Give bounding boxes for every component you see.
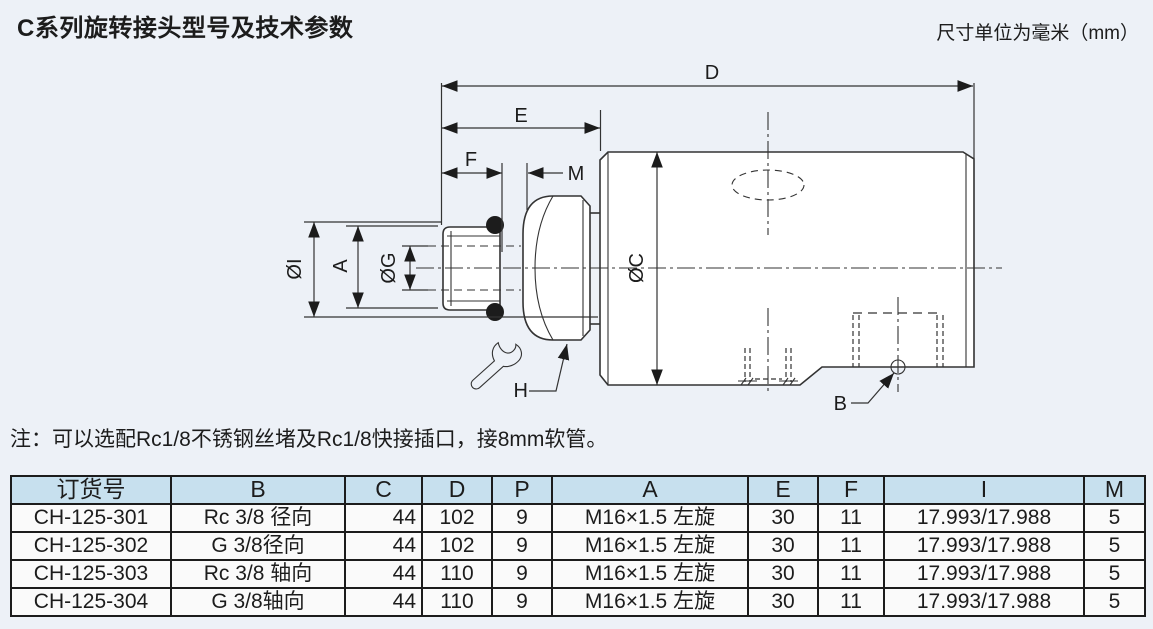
- table-cell: G 3/8径向: [170, 531, 346, 561]
- table-cell: 44: [344, 503, 423, 533]
- table-cell: G 3/8轴向: [170, 587, 346, 617]
- dim-label-m: M: [568, 163, 585, 185]
- dim-label-e: E: [514, 105, 527, 127]
- table-cell: Rc 3/8 径向: [170, 503, 346, 533]
- table-cell: 17.993/17.988: [883, 531, 1085, 561]
- table-cell: 44: [344, 531, 423, 561]
- dim-label-dia-g: ØG: [378, 252, 400, 283]
- col-header-1: 订货号: [10, 475, 172, 505]
- technical-drawing: D E F M ØI A ØG ØC H B: [284, 62, 1002, 415]
- dim-label-b: B: [834, 393, 847, 415]
- dimension-labels: D E F M ØI A ØG ØC H B: [284, 62, 847, 415]
- table-cell: 17.993/17.988: [883, 559, 1085, 589]
- table-cell: 17.993/17.988: [883, 503, 1085, 533]
- table-cell: 44: [344, 587, 423, 617]
- threaded-stub: [442, 226, 501, 311]
- options-note: 注：可以选配Rc1/8不锈钢丝堵及Rc1/8快接插口，接8mm软管。: [10, 428, 608, 451]
- table-cell: 5: [1083, 531, 1146, 561]
- table-cell: 11: [817, 531, 885, 561]
- bottom-port-hidden: [738, 348, 798, 386]
- table-cell: 5: [1083, 503, 1146, 533]
- table-cell: 110: [421, 559, 493, 589]
- col-header-7: E: [747, 475, 819, 505]
- table-cell: Rc 3/8 轴向: [170, 559, 346, 589]
- table-cell: M16×1.5 左旋: [551, 559, 749, 589]
- col-header-4: D: [421, 475, 493, 505]
- centerlines: [416, 112, 1002, 393]
- col-header-8: F: [817, 475, 885, 505]
- table-cell: 11: [817, 559, 885, 589]
- body-outline: [590, 151, 975, 386]
- table-cell: 30: [747, 531, 819, 561]
- table-cell: 9: [491, 531, 553, 561]
- col-header-2: B: [170, 475, 346, 505]
- col-header-3: C: [344, 475, 423, 505]
- table-cell: 5: [1083, 587, 1146, 617]
- dim-label-d: D: [705, 62, 719, 84]
- dim-label-h: H: [514, 380, 528, 402]
- hex-nut: [522, 195, 591, 341]
- table-cell: M16×1.5 左旋: [551, 531, 749, 561]
- o-ring-bottom: [486, 303, 504, 321]
- table-cell: CH-125-303: [10, 559, 172, 589]
- table-cell: 102: [421, 531, 493, 561]
- table-cell: 110: [421, 587, 493, 617]
- dim-label-dia-i: ØI: [284, 258, 306, 279]
- top-port-hidden: [731, 169, 805, 201]
- table-cell: CH-125-301: [10, 503, 172, 533]
- o-ring-top: [486, 216, 504, 234]
- table-cell: CH-125-304: [10, 587, 172, 617]
- table-cell: 9: [491, 503, 553, 533]
- table-cell: 9: [491, 559, 553, 589]
- table-cell: 17.993/17.988: [883, 587, 1085, 617]
- table-cell: 102: [421, 503, 493, 533]
- col-header-10: M: [1083, 475, 1146, 505]
- table-cell: 11: [817, 587, 885, 617]
- col-header-9: I: [883, 475, 1085, 505]
- page-title: C系列旋转接头型号及技术参数: [17, 15, 354, 42]
- table-cell: 5: [1083, 559, 1146, 589]
- col-header-6: A: [551, 475, 749, 505]
- wrench-icon: [470, 341, 523, 390]
- dimension-lines: [304, 80, 975, 404]
- table-cell: 44: [344, 559, 423, 589]
- table-cell: 30: [747, 587, 819, 617]
- table-cell: 11: [817, 503, 885, 533]
- table-cell: 30: [747, 503, 819, 533]
- unit-note: 尺寸单位为毫米（mm）: [936, 23, 1139, 44]
- dim-label-a: A: [330, 259, 352, 273]
- table-cell: M16×1.5 左旋: [551, 587, 749, 617]
- col-header-5: P: [491, 475, 553, 505]
- dim-label-f: F: [465, 149, 477, 171]
- table-cell: 30: [747, 559, 819, 589]
- table-cell: 9: [491, 587, 553, 617]
- port-b-hidden: [852, 312, 944, 375]
- table-cell: M16×1.5 左旋: [551, 503, 749, 533]
- table-cell: CH-125-302: [10, 531, 172, 561]
- dim-label-dia-c: ØC: [626, 253, 648, 283]
